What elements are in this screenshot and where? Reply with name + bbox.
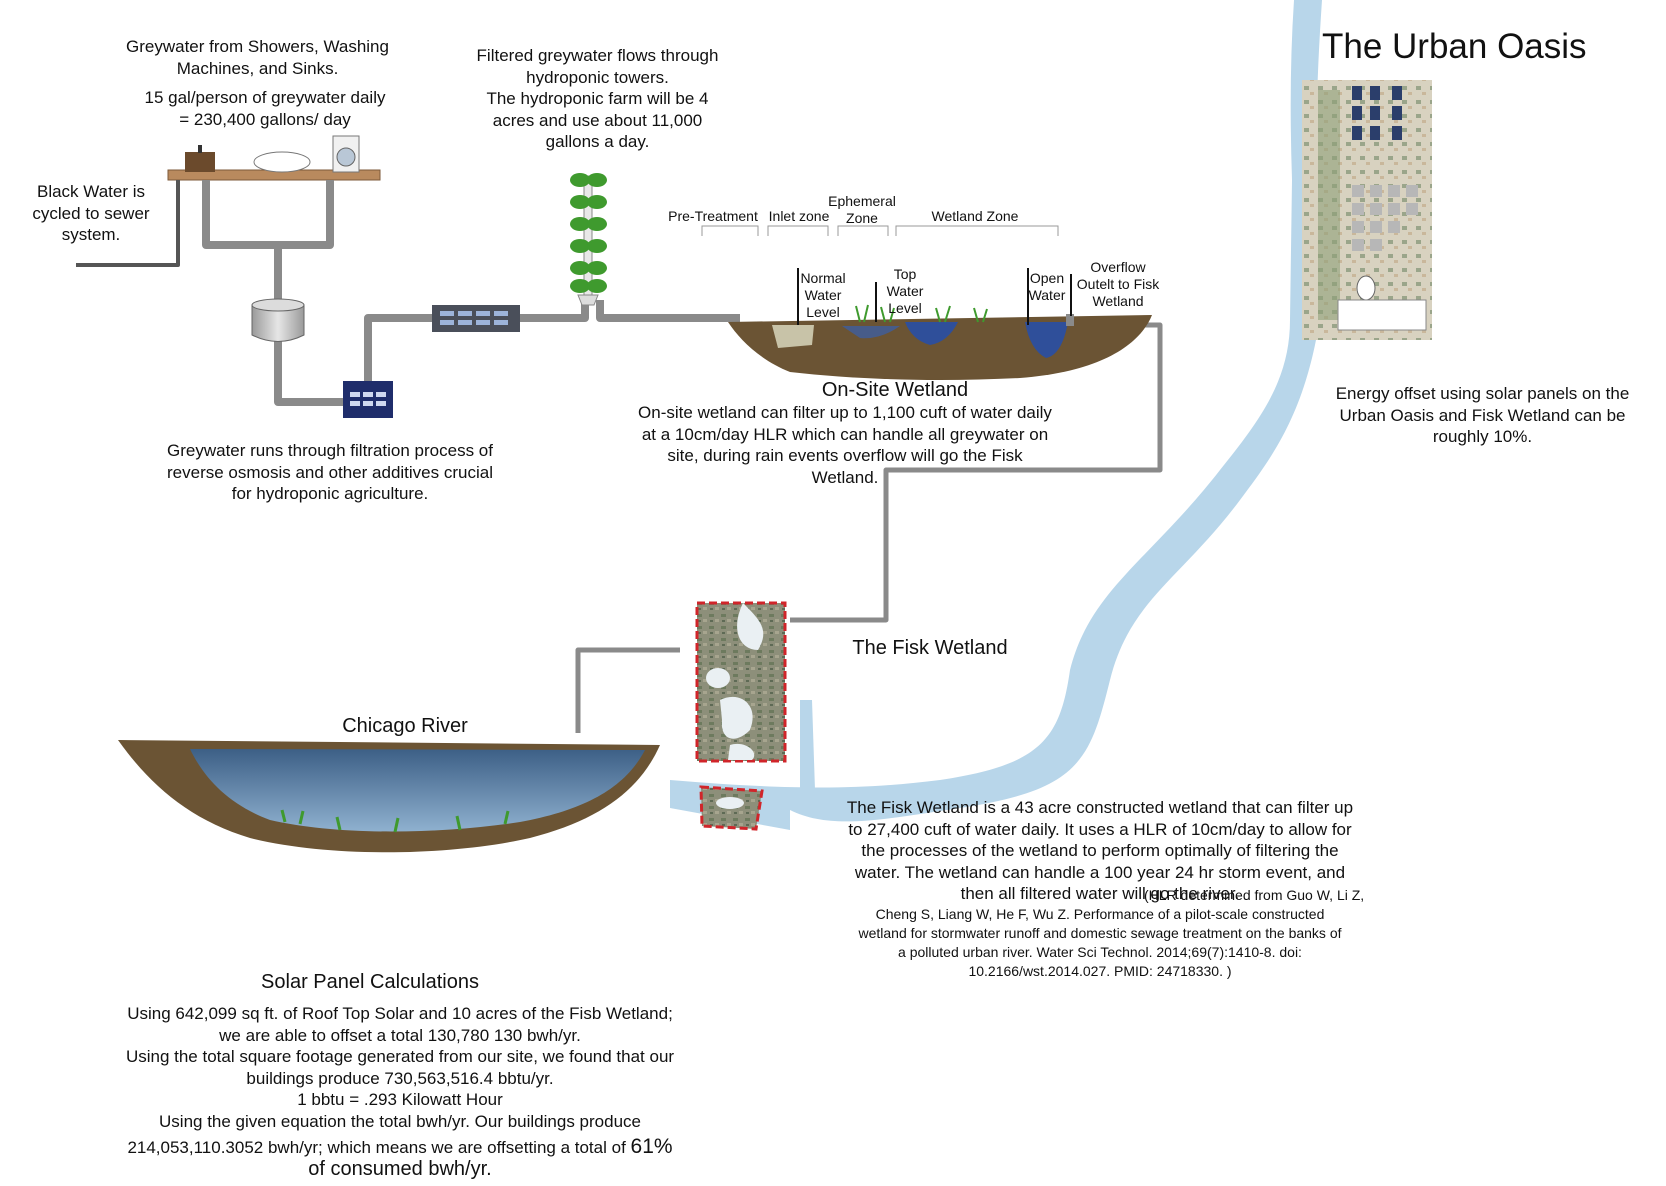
greywater-source-heading: Greywater from Showers, Washing Machines…	[126, 37, 389, 78]
black-water-label: Black Water is cycled to sewer system.	[32, 182, 150, 244]
solar-calculations-body: Using 642,099 sq ft. of Roof Top Solar a…	[125, 1004, 675, 1131]
fisk-citation: Cheng S, Liang W, He F, Wu Z. Performanc…	[858, 906, 1342, 979]
solar-offset-percent: 61%	[630, 1135, 673, 1158]
river-branch	[800, 700, 815, 790]
chicago-river-title: Chicago River	[342, 715, 468, 737]
filtration-unit	[343, 381, 393, 418]
fisk-wetland-aerial	[695, 601, 787, 831]
onsite-wetland-description: On-site wetland can filter up to 1,100 c…	[638, 403, 1052, 487]
solar-consumed-line: of consumed bwh/yr.	[308, 1158, 492, 1180]
treatment-unit	[432, 305, 520, 332]
zone-label-ephemeral: Ephemeral Zone	[828, 193, 896, 226]
onsite-wetland-title: On-Site Wetland	[821, 379, 969, 401]
normal-water-level-label: Normal Water Level	[800, 270, 846, 320]
solar-calculations-title: Solar Panel Calculations	[261, 971, 479, 993]
onsite-wetland-section	[728, 304, 1152, 380]
solar-offset-text: 214,053,110.3052 bwh/yr; which means we …	[127, 1138, 626, 1157]
fisk-wetland-description: The Fisk Wetland is a 43 acre constructe…	[846, 798, 1354, 903]
solar-offset-line: 214,053,110.3052 bwh/yr; which means we …	[60, 1136, 740, 1159]
hydroponic-tower	[570, 173, 607, 306]
fisk-wetland-title: The Fisk Wetland	[852, 637, 1008, 659]
top-water-level-label: Top Water Level	[886, 266, 924, 316]
fisk-citation-start: (HLR determined from Guo W, Li Z,	[1144, 887, 1365, 903]
filtration-description: Greywater runs through filtration proces…	[167, 441, 493, 503]
level-markers	[797, 268, 1072, 325]
greywater-rate-label: 15 gal/person of greywater daily = 230,4…	[144, 88, 386, 129]
zone-brackets	[701, 225, 1059, 236]
hydroponic-description: Filtered greywater flows through hydropo…	[476, 46, 719, 151]
open-water-label: Open Water	[1028, 270, 1066, 303]
energy-offset-note: Energy offset using solar panels on the …	[1335, 384, 1630, 446]
urban-oasis-site-plan	[1302, 80, 1432, 340]
zone-label-pretreatment: Pre-Treatment	[668, 208, 758, 224]
household-fixtures	[167, 135, 381, 181]
page-title: The Urban Oasis	[1322, 27, 1587, 66]
zone-label-inlet: Inlet zone	[768, 208, 830, 224]
greywater-tank	[251, 298, 305, 342]
chicago-river-section	[118, 740, 660, 853]
zone-label-wetland: Wetland Zone	[931, 208, 1019, 224]
overflow-outlet-label: Overflow Outelt to Fisk Wetland	[1076, 259, 1160, 309]
